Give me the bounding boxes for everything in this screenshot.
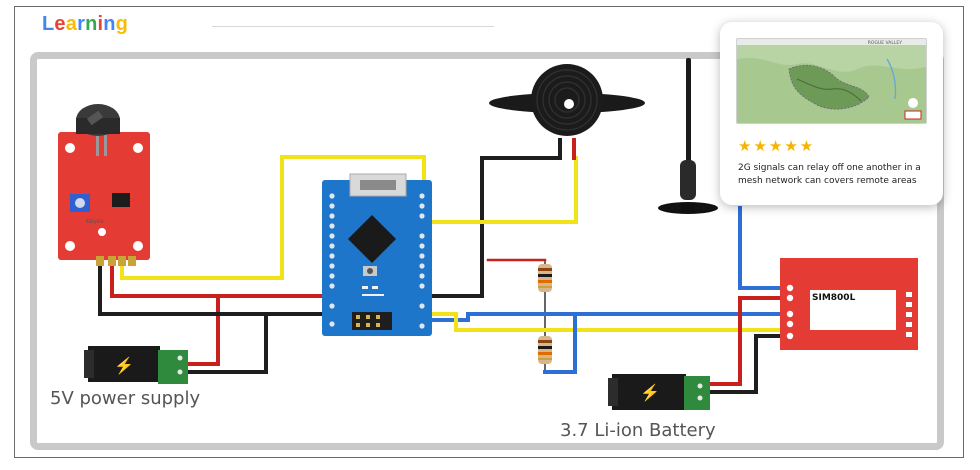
review-text: 2G signals can relay off one another in … <box>738 163 921 186</box>
lightning-icon: ⚡ <box>640 383 660 402</box>
sensor-pin <box>128 256 136 266</box>
jack-cap <box>608 378 618 406</box>
reset-button-cap <box>367 268 373 274</box>
star-rating: ★★★★★ <box>738 138 816 155</box>
jack-pad <box>177 369 183 375</box>
potentiometer-knob <box>75 198 85 208</box>
resistor-top <box>538 264 552 292</box>
wire-blue-antenna <box>738 206 792 290</box>
comparator-chip <box>112 193 130 207</box>
buzzer-rings <box>536 69 598 131</box>
sensor-pin <box>118 256 126 266</box>
jack-pcb <box>684 376 710 410</box>
jack-body <box>88 346 160 382</box>
jack-pad <box>177 355 183 361</box>
wire-red-power <box>186 294 220 366</box>
sim-pins-right <box>906 292 912 337</box>
wire-blue-resistor-bottom <box>543 312 577 374</box>
brand-letter: r <box>77 13 86 35</box>
sensor-mount-hole <box>133 241 143 251</box>
lightning-icon: ⚡ <box>114 356 134 375</box>
brand-letter: n <box>103 13 116 35</box>
sensor-board <box>58 132 150 260</box>
sim-shield <box>810 290 896 330</box>
jack-pad <box>697 395 703 401</box>
brand-letter: g <box>115 13 129 35</box>
arduino-led-strip <box>362 286 384 296</box>
atmega-chip <box>347 214 397 264</box>
sensor-mount-hole <box>65 143 75 153</box>
wire-black-buzzer <box>422 156 562 298</box>
sensor-mount-hole <box>65 241 75 251</box>
usb-port <box>360 180 396 190</box>
wire-black-battery <box>704 334 792 394</box>
right-pin-header <box>419 193 425 329</box>
flame-sensor-module: Keyes <box>58 104 150 266</box>
battery-label: 3.7 Li-ion Battery <box>560 420 716 441</box>
sensor-led <box>98 228 106 236</box>
antenna-rod <box>686 58 691 162</box>
brand-letter: a <box>65 13 78 35</box>
wire-red-battery <box>704 296 792 386</box>
icsp-header <box>352 312 392 330</box>
brand-logo: Learning <box>42 13 128 36</box>
ir-led-stripe <box>86 110 104 126</box>
ir-led-leads <box>96 130 99 156</box>
battery-jack: ⚡ <box>608 374 710 410</box>
map-label: ROGUE VALLEY <box>867 41 902 46</box>
jack-pcb <box>158 350 188 384</box>
sim-label: SIM800L <box>812 293 856 303</box>
sensor-pin <box>108 256 116 266</box>
buzzer-lead-black <box>558 138 562 160</box>
brand-letter: e <box>54 13 66 35</box>
brand-letter: i <box>97 13 104 35</box>
ir-led-body <box>76 118 120 134</box>
wires <box>98 155 792 394</box>
buzzer <box>489 64 645 160</box>
ir-led-leads <box>104 130 107 156</box>
sim-pins-left <box>786 284 794 340</box>
arduino-nano <box>322 173 432 336</box>
resistor-bottom <box>538 336 552 364</box>
antenna-base <box>658 202 718 214</box>
jack-cap <box>84 350 94 378</box>
sensor-pin <box>96 256 104 266</box>
wire-red-sensor-vcc <box>110 260 340 298</box>
wire-black-power <box>186 312 268 374</box>
header-divider <box>212 26 494 27</box>
sensor-brand-text: Keyes <box>86 218 104 225</box>
jack-body <box>612 374 686 410</box>
buzzer-lead-red <box>572 138 576 160</box>
power-jack-5v: ⚡ <box>84 346 188 384</box>
wire-yellow-buzzer <box>422 156 578 224</box>
wire-yellow-rx <box>422 312 792 332</box>
sim800l-module: SIM800L <box>780 258 918 350</box>
antenna <box>658 58 718 214</box>
sensor-mount-hole <box>133 143 143 153</box>
wire-blue-tx <box>422 312 792 322</box>
wire-yellow-sensor-signal <box>120 155 426 280</box>
map-thumbnail: ROGUE VALLEY <box>736 38 927 124</box>
outer-frame <box>14 6 964 458</box>
wire-black-sensor-gnd <box>98 260 340 316</box>
buzzer-center-hole <box>564 99 574 109</box>
review-card: ROGUE VALLEY ★★★★★ 2G signals can relay … <box>720 22 943 205</box>
power-supply-label: 5V power supply <box>50 388 200 409</box>
brand-letter: n <box>85 13 98 35</box>
brand-letter: L <box>42 13 55 35</box>
icsp-pins <box>356 315 380 327</box>
jack-pad <box>697 383 703 389</box>
antenna-coil <box>680 160 696 200</box>
left-pin-header <box>329 193 335 327</box>
map-image <box>737 39 926 123</box>
